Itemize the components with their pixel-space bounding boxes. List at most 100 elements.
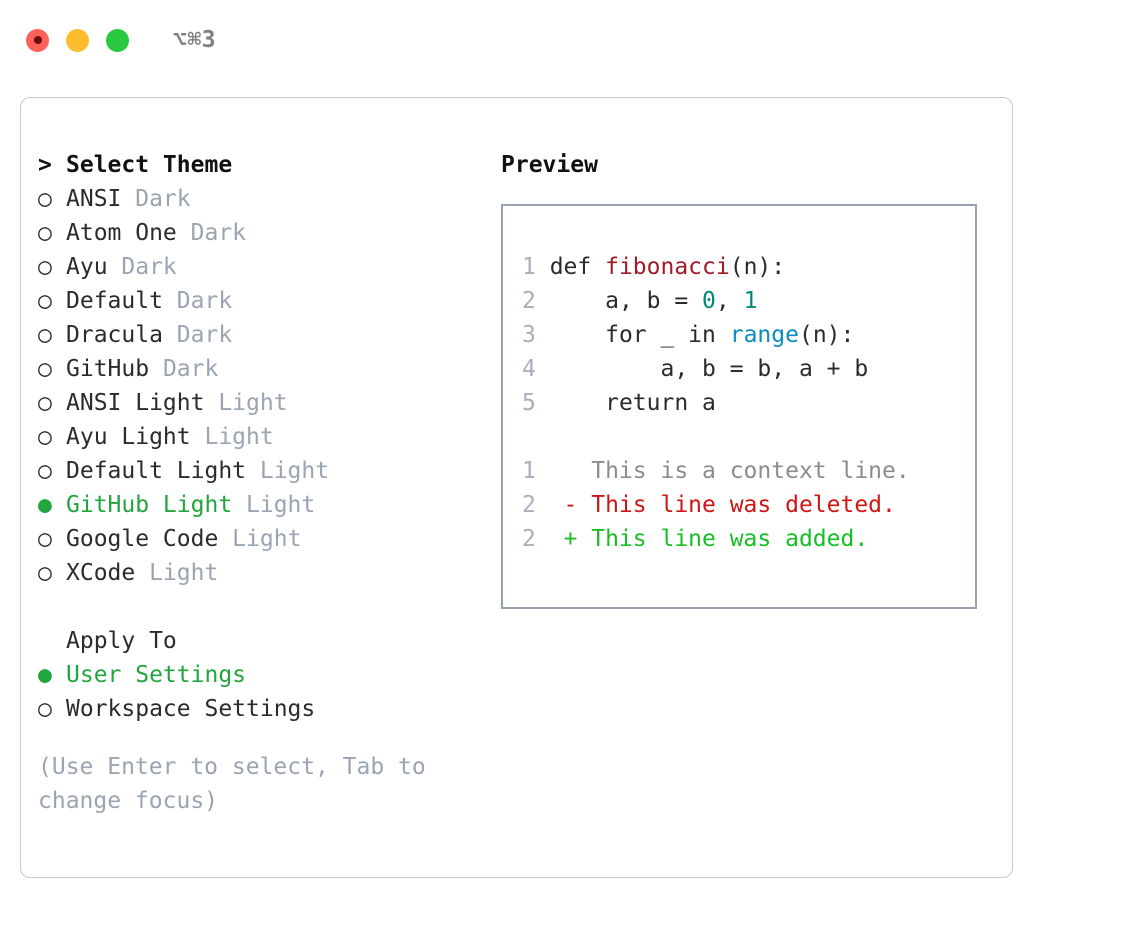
theme-option-label: Dracula bbox=[66, 322, 163, 348]
theme-option-variant-tag: Dark bbox=[162, 288, 233, 314]
diff-sample: 1 This is a context line. 2 - This line w… bbox=[522, 454, 975, 556]
diff-line-number: 2 bbox=[522, 492, 564, 518]
theme-option-label: Google Code bbox=[66, 526, 219, 552]
code-line-number: 4 bbox=[522, 356, 550, 382]
theme-option-label: ANSI bbox=[66, 186, 122, 212]
main-card: >Select Theme ○ANSI Dark○Atom One Dark○A… bbox=[20, 97, 1013, 878]
code-token-plain: a, b = bbox=[549, 288, 703, 314]
theme-option-ansi-light[interactable]: ○ANSI Light Light bbox=[38, 386, 478, 420]
radio-unselected-icon: ○ bbox=[38, 560, 52, 586]
code-line: 5 return a bbox=[522, 386, 975, 420]
apply-to-heading: Apply To bbox=[38, 624, 478, 658]
theme-option-variant-tag: Light bbox=[218, 526, 302, 552]
code-line: 2 a, b = 0, 1 bbox=[522, 284, 975, 318]
code-line: 1 def fibonacci(n): bbox=[522, 250, 975, 284]
keyboard-shortcut-label: ⌥⌘3 bbox=[173, 27, 217, 53]
apply-to-option-user-settings[interactable]: ● User Settings bbox=[38, 658, 478, 692]
radio-selected-icon: ● bbox=[38, 492, 52, 518]
theme-option-variant-tag: Light bbox=[190, 424, 274, 450]
theme-option-ayu[interactable]: ○ Ayu Dark bbox=[38, 250, 478, 284]
code-token-plain: def bbox=[549, 254, 606, 280]
code-line-number: 2 bbox=[522, 288, 550, 314]
theme-option-atom-one[interactable]: ○ Atom One Dark bbox=[38, 216, 478, 250]
radio-unselected-icon: ○ bbox=[38, 356, 52, 382]
radio-unselected-icon: ○ bbox=[38, 458, 52, 484]
theme-option-google-code[interactable]: ○Google Code Light bbox=[38, 522, 478, 556]
radio-unselected-icon: ○ bbox=[38, 186, 52, 212]
theme-option-ansi[interactable]: ○ ANSI Dark bbox=[38, 182, 478, 216]
theme-option-label: Default Light bbox=[66, 458, 247, 484]
theme-option-dracula[interactable]: ○ Dracula Dark bbox=[38, 318, 478, 352]
code-token-plain: a, b = b, a + b bbox=[549, 356, 869, 382]
theme-option-label: Atom One bbox=[66, 220, 177, 246]
theme-option-variant-tag: Dark bbox=[149, 356, 219, 382]
theme-option-variant-tag: Light bbox=[232, 492, 316, 518]
radio-unselected-icon: ○ bbox=[38, 322, 52, 348]
code-token-call: range bbox=[729, 322, 799, 348]
theme-option-label: Default bbox=[66, 288, 163, 314]
code-token-plain: , bbox=[715, 288, 744, 314]
theme-option-variant-tag: Light bbox=[135, 560, 219, 586]
radio-unselected-icon: ○ bbox=[38, 254, 52, 280]
preview-pane: Preview 1 def fibonacci(n):2 a, b = 0, 1… bbox=[501, 148, 991, 609]
maximize-button[interactable] bbox=[106, 28, 129, 52]
apply-to-option-label: User Settings bbox=[66, 662, 247, 688]
window-titlebar: ⌥⌘3 bbox=[0, 0, 1140, 80]
code-line: 3 for _ in range(n): bbox=[522, 318, 975, 352]
code-token-plain: for _ in bbox=[549, 322, 730, 348]
radio-unselected-icon: ○ bbox=[38, 220, 52, 246]
theme-option-default-light[interactable]: ○ Default Light Light bbox=[38, 454, 478, 488]
keyboard-hint-text: (Use Enter to select, Tab to change focu… bbox=[38, 754, 426, 814]
code-token-num: 1 bbox=[743, 288, 758, 314]
theme-option-label: GitHub bbox=[66, 356, 150, 382]
diff-line-text: - This line was deleted. bbox=[563, 492, 896, 518]
theme-list: ○ ANSI Dark ○ Atom One Dark ○ Ayu Dark ○ Defaul… bbox=[38, 182, 478, 590]
diff-line-text: + This line was added. bbox=[563, 526, 869, 552]
code-line-number: 1 bbox=[522, 254, 550, 280]
theme-option-default[interactable]: ○ Default Dark bbox=[38, 284, 478, 318]
radio-unselected-icon: ○ bbox=[38, 696, 52, 722]
radio-unselected-icon: ○ bbox=[38, 424, 52, 450]
theme-picker-header: >Select Theme bbox=[38, 148, 478, 182]
theme-option-variant-tag: Dark bbox=[176, 220, 247, 246]
code-line-number: 3 bbox=[522, 322, 550, 348]
radio-unselected-icon: ○ bbox=[38, 288, 52, 314]
theme-option-variant-tag: Dark bbox=[121, 186, 191, 212]
section-spacer bbox=[38, 590, 478, 624]
code-token-plain: (n): bbox=[798, 322, 855, 348]
minimize-button[interactable] bbox=[66, 28, 89, 52]
theme-option-xcode[interactable]: ○ XCode Light bbox=[38, 556, 478, 590]
theme-option-label: Ayu bbox=[66, 254, 108, 280]
close-button[interactable] bbox=[26, 28, 49, 52]
preview-title: Preview bbox=[501, 152, 598, 178]
code-token-fn: fibonacci bbox=[605, 254, 730, 280]
radio-unselected-icon: ○ bbox=[38, 390, 52, 416]
theme-option-variant-tag: Dark bbox=[162, 322, 233, 348]
code-token-plain: return a bbox=[549, 390, 716, 416]
code-diff-spacer bbox=[522, 420, 975, 454]
cursor-caret-icon: > bbox=[38, 152, 52, 178]
theme-option-label: Ayu Light bbox=[66, 424, 191, 450]
diff-line-number: 2 bbox=[522, 526, 564, 552]
apply-to-option-workspace-settings[interactable]: ○ Workspace Settings bbox=[38, 692, 478, 726]
theme-option-github-light[interactable]: ● GitHub Light Light bbox=[38, 488, 478, 522]
code-line: 4 a, b = b, a + b bbox=[522, 352, 975, 386]
theme-option-github[interactable]: ○ GitHub Dark bbox=[38, 352, 478, 386]
code-token-plain: (n): bbox=[729, 254, 786, 280]
diff-line-number: 1 bbox=[522, 458, 564, 484]
theme-option-variant-tag: Light bbox=[246, 458, 330, 484]
theme-option-ayu-light[interactable]: ○ Ayu Light Light bbox=[38, 420, 478, 454]
diff-line-context: 1 This is a context line. bbox=[522, 454, 975, 488]
theme-option-variant-tag: Light bbox=[204, 390, 288, 416]
theme-option-label: GitHub Light bbox=[66, 492, 233, 518]
apply-to-heading-indent bbox=[38, 624, 66, 658]
theme-option-label: XCode bbox=[66, 560, 136, 586]
radio-selected-icon: ● bbox=[38, 662, 52, 688]
apply-to-option-label: Workspace Settings bbox=[66, 696, 316, 722]
theme-option-variant-tag: Dark bbox=[107, 254, 177, 280]
apply-to-heading-label: Apply To bbox=[66, 628, 177, 654]
code-line-number: 5 bbox=[522, 390, 550, 416]
